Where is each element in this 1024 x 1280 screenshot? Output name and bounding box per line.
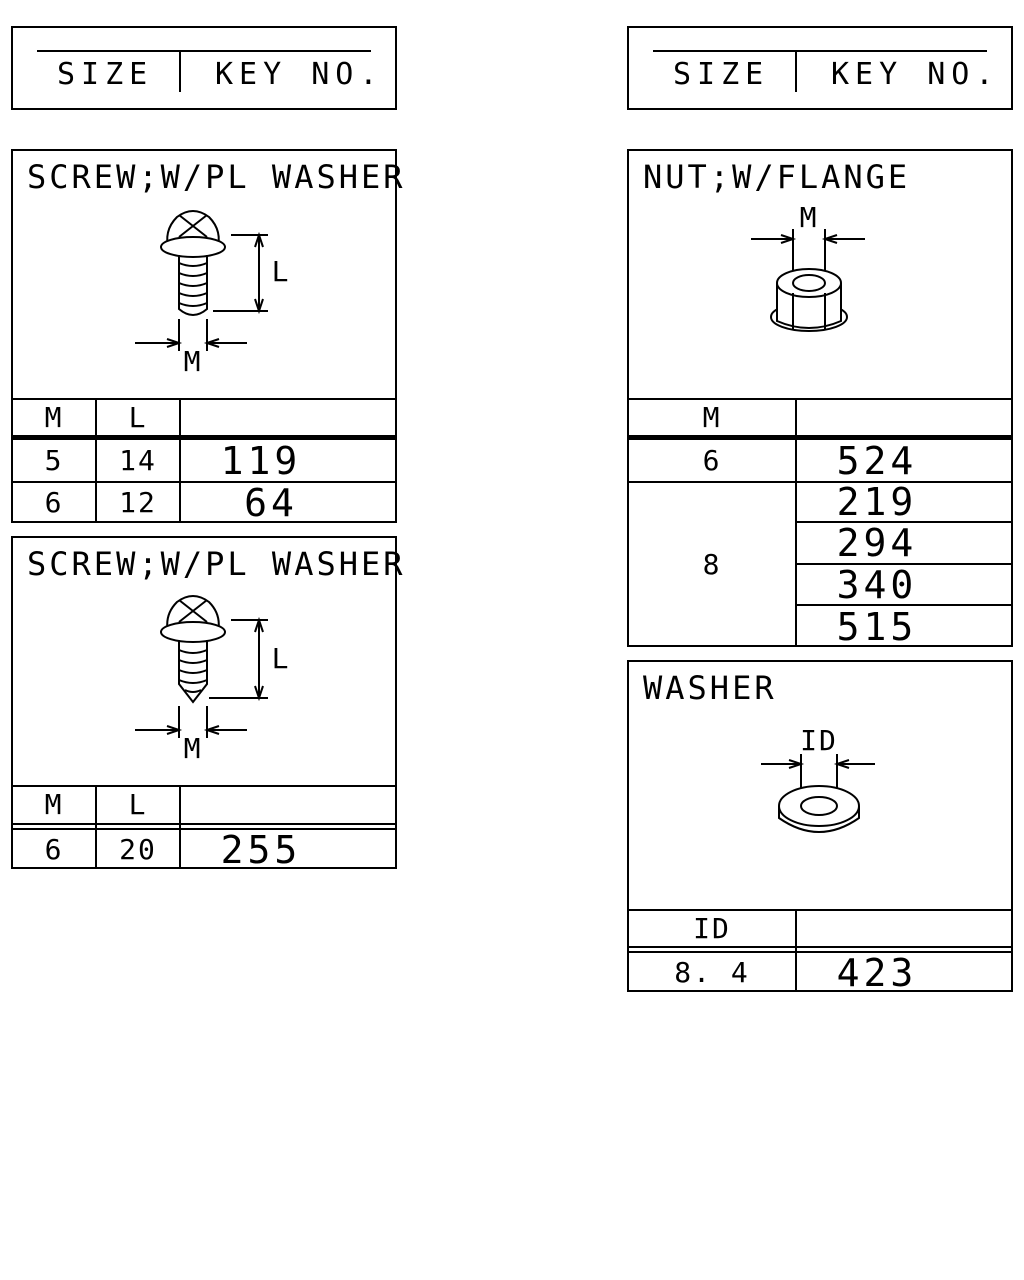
dim-id-label: ID	[800, 724, 838, 757]
dim-m-label: M	[183, 732, 203, 765]
screw-washer-blunt-icon	[13, 151, 399, 401]
cell-m: 6	[44, 486, 64, 519]
col-m-header: M	[44, 788, 64, 821]
screw-washer-pointed-icon	[13, 538, 399, 788]
row-divider	[629, 481, 1011, 483]
size-label: SIZE	[57, 57, 154, 92]
col-divider	[795, 909, 797, 992]
screw-washer-panel-2: SCREW;W/PL WASHER L M M L 6 20 2	[11, 536, 403, 872]
cell-m: 6	[702, 443, 722, 477]
panel-title: SCREW;W/PL WASHER	[27, 158, 406, 196]
nut-flange-panel: NUT;W/FLANGE M M 6 524 8 219 294 340	[627, 149, 1013, 647]
dim-m-label: M	[799, 201, 819, 234]
col-divider	[95, 398, 97, 523]
cell-key-no: 119	[220, 438, 302, 483]
cell-l: 12	[119, 486, 157, 519]
header-rule	[653, 50, 987, 52]
header-divider	[795, 50, 797, 92]
col-divider	[179, 785, 181, 869]
cell-key-no: 340	[836, 562, 918, 607]
cell-m: 6	[44, 832, 64, 866]
col-m-header: M	[702, 400, 722, 434]
row-divider	[13, 481, 395, 483]
col-l-header: L	[128, 788, 148, 821]
table-header-rule	[629, 946, 1011, 948]
key-divider	[795, 563, 1011, 565]
table-top-rule	[13, 785, 395, 787]
dim-l-label: L	[271, 642, 291, 675]
key-no-label: KEY NO.	[215, 57, 384, 92]
dim-m-label: M	[183, 345, 203, 378]
cell-key-no: 64	[244, 481, 298, 525]
size-label: SIZE	[673, 57, 770, 92]
cell-l: 20	[119, 832, 157, 866]
cell-m: 5	[44, 443, 64, 477]
size-key-header-left: SIZE KEY NO.	[11, 26, 397, 110]
col-id-header: ID	[693, 911, 731, 945]
washer-icon	[629, 662, 1015, 912]
key-divider	[795, 604, 1011, 606]
table-header-rule	[629, 435, 1011, 440]
cell-key-no: 515	[836, 604, 918, 649]
cell-key-no: 255	[220, 827, 302, 872]
col-l-header: L	[128, 400, 148, 434]
header-divider	[179, 50, 181, 92]
flange-nut-icon	[629, 151, 1015, 401]
col-m-header: M	[44, 400, 64, 434]
washer-panel: WASHER ID ID 8. 4 423	[627, 660, 1013, 992]
screw-washer-panel-1: SCREW;W/PL WASHER L M M L	[11, 149, 403, 525]
cell-key-no: 219	[836, 480, 918, 524]
cell-key-no: 423	[836, 950, 918, 995]
table-top-rule	[629, 909, 1011, 911]
table-header-rule	[13, 828, 395, 830]
cell-m: 8	[702, 548, 722, 581]
table-top-rule	[629, 398, 1011, 400]
table-header-rule	[13, 823, 395, 825]
panel-title: NUT;W/FLANGE	[643, 158, 911, 196]
size-key-header-right: SIZE KEY NO.	[627, 26, 1013, 110]
panel-title: WASHER	[643, 669, 777, 707]
col-divider	[95, 785, 97, 869]
dim-l-label: L	[271, 255, 291, 288]
key-divider	[795, 521, 1011, 523]
header-rule	[37, 50, 371, 52]
col-divider	[179, 398, 181, 523]
table-header-rule	[13, 435, 395, 440]
key-no-label: KEY NO.	[831, 57, 1000, 92]
cell-key-no: 524	[836, 438, 918, 483]
panel-title: SCREW;W/PL WASHER	[27, 545, 406, 583]
cell-id: 8. 4	[674, 955, 750, 989]
table-header-rule	[629, 951, 1011, 953]
cell-key-no: 294	[836, 521, 918, 565]
table-top-rule	[13, 398, 395, 400]
cell-l: 14	[119, 443, 157, 477]
